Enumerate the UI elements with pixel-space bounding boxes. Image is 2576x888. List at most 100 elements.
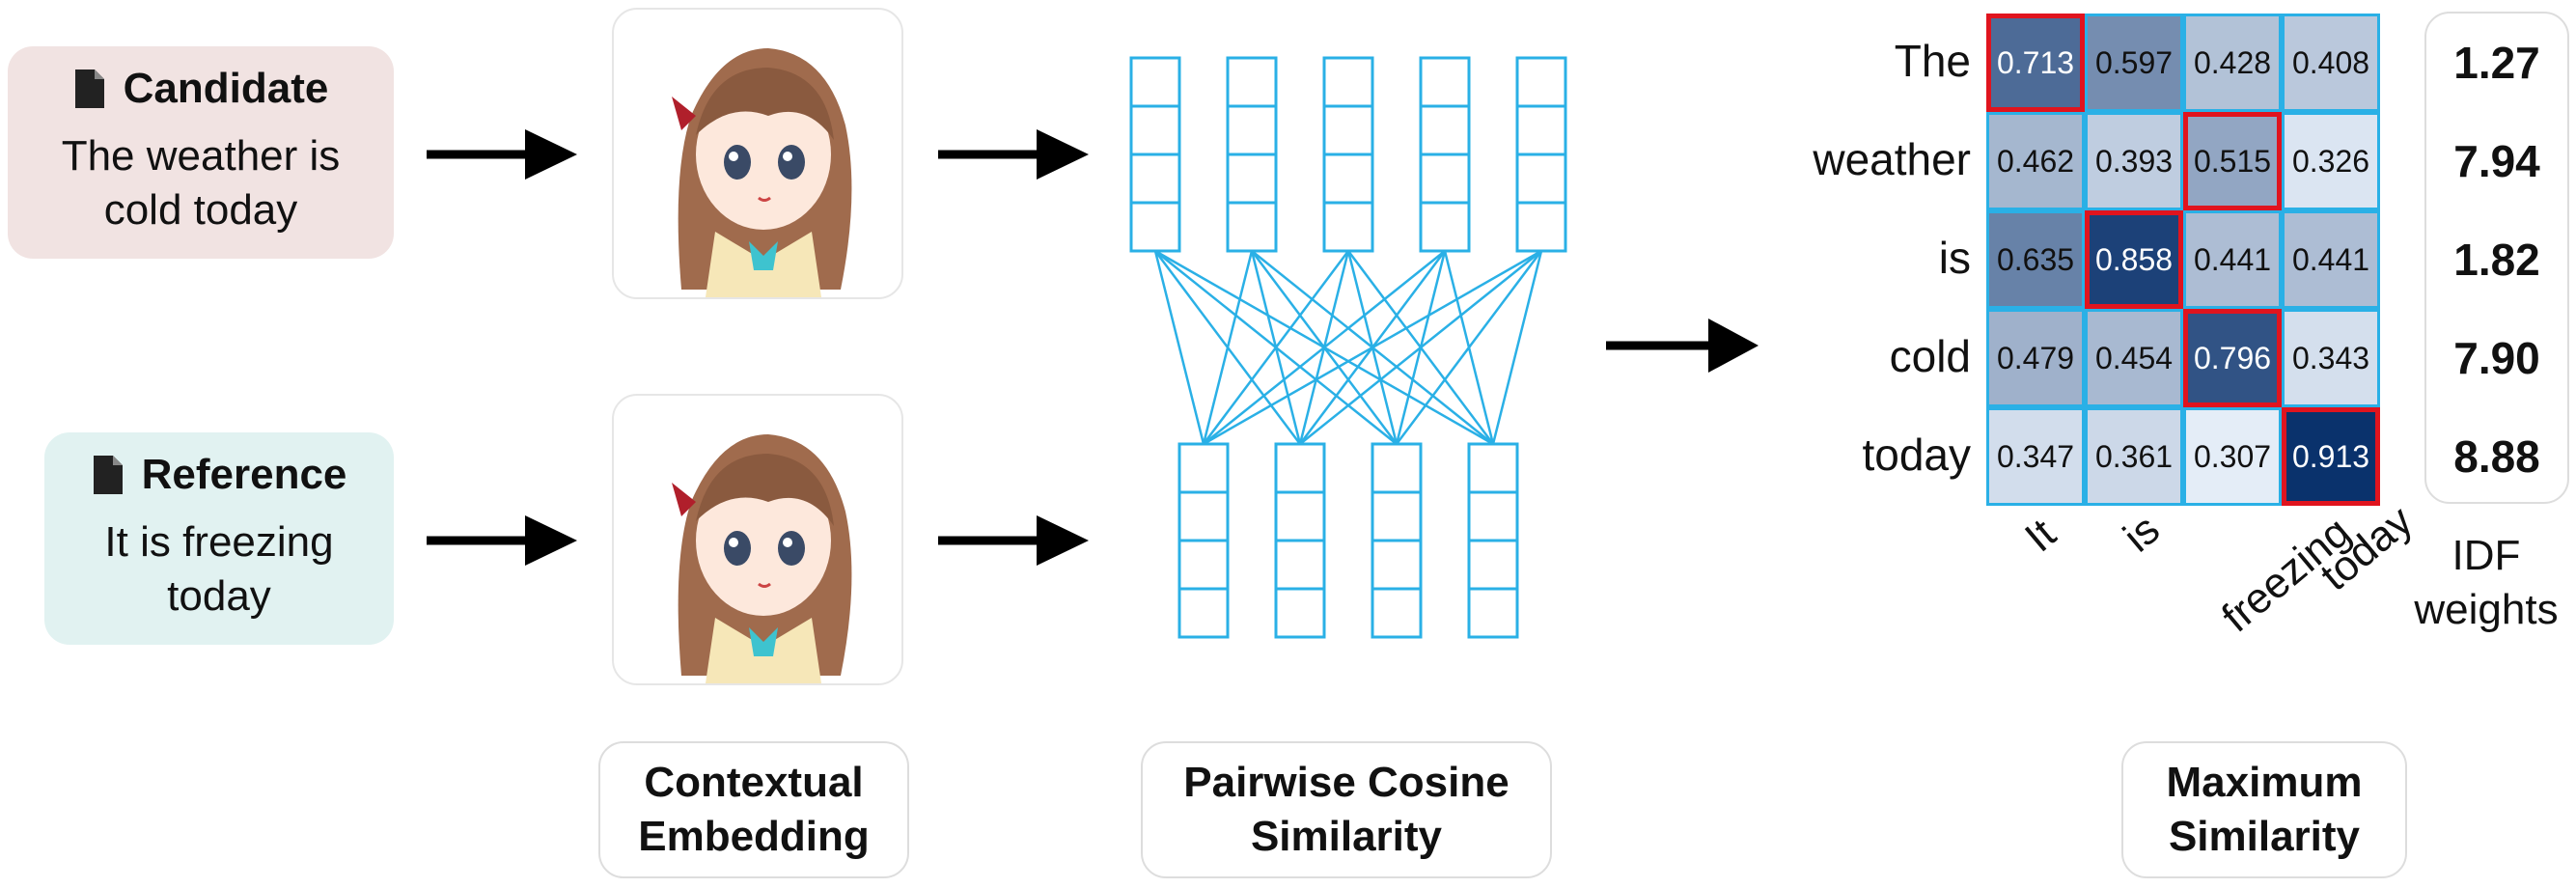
arrow-right-icon bbox=[938, 515, 1089, 566]
similarity-edge bbox=[1203, 250, 1446, 445]
row-token-label: weather bbox=[1813, 134, 1971, 184]
candidate-embedding-cell bbox=[1515, 104, 1567, 156]
candidate-text-line1: The weather is bbox=[61, 132, 341, 180]
avatar-illustration bbox=[672, 434, 852, 683]
candidate-embedding-cell bbox=[1419, 104, 1471, 156]
arrow-right-icon bbox=[1606, 319, 1759, 373]
similarity-edge bbox=[1203, 250, 1349, 445]
reference-embedding-cell bbox=[1177, 539, 1230, 591]
matrix-cell: 0.393 bbox=[2085, 112, 2183, 210]
reference-embedding-cell bbox=[1467, 587, 1519, 639]
reference-embedding-cell bbox=[1467, 442, 1519, 494]
cosine-network bbox=[1129, 56, 1567, 639]
candidate-embedding-cell bbox=[1226, 201, 1278, 253]
row-token-label: The bbox=[1894, 36, 1971, 86]
reference-embedding-cell bbox=[1371, 442, 1423, 494]
idf-label-line1: IDF bbox=[2451, 532, 2521, 579]
matrix-cell: 0.635 bbox=[1986, 210, 2085, 309]
candidate-box: Candidate The weather is cold today bbox=[8, 46, 394, 259]
reference-embedding-cell bbox=[1274, 587, 1326, 639]
candidate-embedding-cell bbox=[1226, 153, 1278, 205]
reference-embedding-cell bbox=[1371, 587, 1423, 639]
caption-embedding-line1: Contextual bbox=[644, 759, 864, 806]
reference-embedding-cell bbox=[1177, 587, 1230, 639]
reference-box: Reference It is freezing today bbox=[44, 432, 394, 645]
idf-value: 7.90 bbox=[2453, 333, 2540, 383]
caption-maximum-line1: Maximum bbox=[2166, 759, 2363, 806]
document-icon bbox=[93, 456, 123, 494]
matrix-cell: 0.515 bbox=[2183, 112, 2282, 210]
similarity-edge bbox=[1153, 250, 1205, 445]
candidate-embedding-cell bbox=[1129, 201, 1181, 253]
matrix-cell: 0.796 bbox=[2183, 309, 2282, 407]
idf-value: 1.27 bbox=[2453, 38, 2540, 88]
candidate-embedding-cell bbox=[1226, 56, 1278, 108]
matrix-cell: 0.428 bbox=[2183, 14, 2282, 112]
arrow-right-icon bbox=[427, 515, 577, 566]
matrix-cell: 0.441 bbox=[2183, 210, 2282, 309]
reference-header-label: Reference bbox=[141, 451, 347, 498]
candidate-embedding-cell bbox=[1515, 201, 1567, 253]
reference-text-line1: It is freezing bbox=[104, 518, 334, 566]
candidate-embedding-cell bbox=[1515, 153, 1567, 205]
matrix-cell: 0.408 bbox=[2282, 14, 2380, 112]
reference-embedding-cell bbox=[1274, 442, 1326, 494]
candidate-embedding-cell bbox=[1129, 56, 1181, 108]
candidate-embedding-cell bbox=[1322, 153, 1374, 205]
idf-label-line2: weights bbox=[2414, 586, 2559, 633]
reference-header: Reference bbox=[44, 448, 394, 502]
matrix-cell: 0.913 bbox=[2282, 407, 2380, 506]
reference-embedding-cell bbox=[1274, 490, 1326, 542]
document-icon bbox=[74, 69, 104, 108]
reference-embedding-cell bbox=[1467, 539, 1519, 591]
reference-embedding-cell bbox=[1467, 490, 1519, 542]
caption-cosine-line1: Pairwise Cosine bbox=[1183, 759, 1510, 806]
arrow-right-icon bbox=[938, 129, 1089, 180]
caption-maximum-line2: Similarity bbox=[2168, 813, 2361, 860]
matrix-cell: 0.326 bbox=[2282, 112, 2380, 210]
matrix-cell: 0.597 bbox=[2085, 14, 2183, 112]
candidate-embedding-cell bbox=[1129, 153, 1181, 205]
reference-text-line2: today bbox=[167, 572, 271, 620]
row-token-label: is bbox=[1938, 233, 1971, 283]
matrix-cell: 0.361 bbox=[2085, 407, 2183, 506]
candidate-embedding-cell bbox=[1515, 56, 1567, 108]
candidate-embedding-cell bbox=[1322, 56, 1374, 108]
matrix-cell: 0.343 bbox=[2282, 309, 2380, 407]
reference-embedding-cell bbox=[1274, 539, 1326, 591]
avatar-candidate bbox=[612, 8, 903, 299]
matrix-cell: 0.441 bbox=[2282, 210, 2380, 309]
similarity-edge bbox=[1202, 250, 1254, 445]
similarity-edge bbox=[1203, 249, 1542, 446]
matrix-cell: 0.462 bbox=[1986, 112, 2085, 210]
caption-cosine-line2: Similarity bbox=[1250, 813, 1443, 860]
candidate-embedding-cell bbox=[1129, 104, 1181, 156]
similarity-edge bbox=[1299, 250, 1542, 445]
matrix-cell: 0.858 bbox=[2085, 210, 2183, 309]
matrix-cell: 0.347 bbox=[1986, 407, 2085, 506]
matrix-cell: 0.307 bbox=[2183, 407, 2282, 506]
reference-embedding-cell bbox=[1177, 490, 1230, 542]
candidate-embedding-cell bbox=[1226, 104, 1278, 156]
matrix-cell: 0.479 bbox=[1986, 309, 2085, 407]
avatar-reference bbox=[612, 394, 903, 685]
similarity-edge bbox=[1396, 250, 1542, 445]
idf-value: 1.82 bbox=[2453, 235, 2540, 285]
reference-embedding-cell bbox=[1371, 539, 1423, 591]
candidate-embedding-cell bbox=[1419, 201, 1471, 253]
matrix-cell: 0.713 bbox=[1986, 14, 2085, 112]
candidate-embedding-cell bbox=[1419, 153, 1471, 205]
caption-embedding-line2: Embedding bbox=[638, 813, 870, 860]
arrow-right-icon bbox=[427, 129, 577, 180]
candidate-embedding-cell bbox=[1322, 201, 1374, 253]
similarity-edge bbox=[1491, 250, 1543, 445]
candidate-embedding-cell bbox=[1322, 104, 1374, 156]
reference-embedding-cell bbox=[1177, 442, 1230, 494]
idf-value: 8.88 bbox=[2453, 431, 2540, 482]
candidate-header: Candidate bbox=[8, 62, 394, 116]
reference-embedding-cell bbox=[1371, 490, 1423, 542]
